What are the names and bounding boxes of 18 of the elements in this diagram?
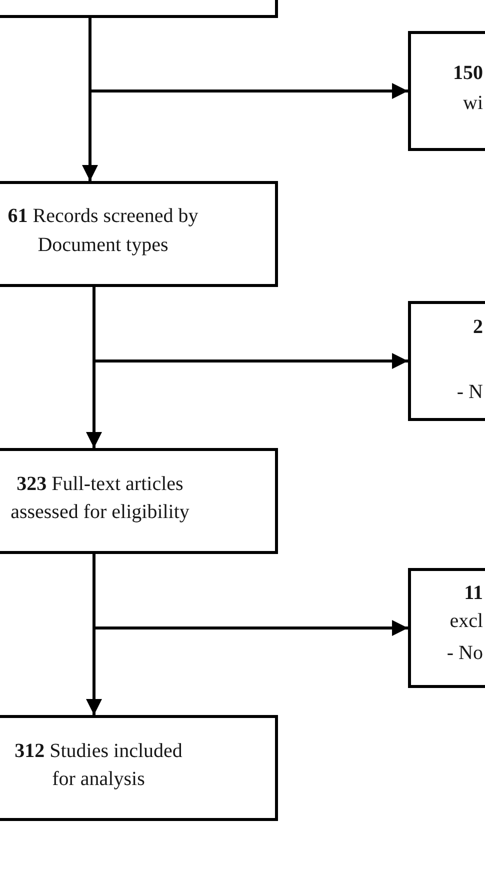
box-text: - No: [446, 641, 483, 666]
arrow: [92, 287, 408, 369]
arrow: [92, 554, 408, 636]
process-box: [0, 448, 278, 554]
box-text: 61 Records screened by Document types: [6, 204, 200, 258]
process-box: [0, 715, 278, 821]
box-text: 150 wi: [452, 61, 483, 116]
box-text: 2: [473, 315, 483, 340]
arrow: [88, 18, 408, 99]
exclusion-box: [408, 301, 485, 421]
exclusion-box: [408, 568, 485, 688]
box-text: 323 Full-text articles assessed for eligibility: [10, 472, 190, 525]
process-box: [0, 0, 278, 18]
box-text: 11 excl: [448, 581, 483, 634]
box-text: - N: [456, 380, 483, 405]
exclusion-box: [408, 31, 485, 151]
process-box: [0, 181, 278, 287]
box-text: 312 Studies included for analysis: [14, 739, 184, 792]
